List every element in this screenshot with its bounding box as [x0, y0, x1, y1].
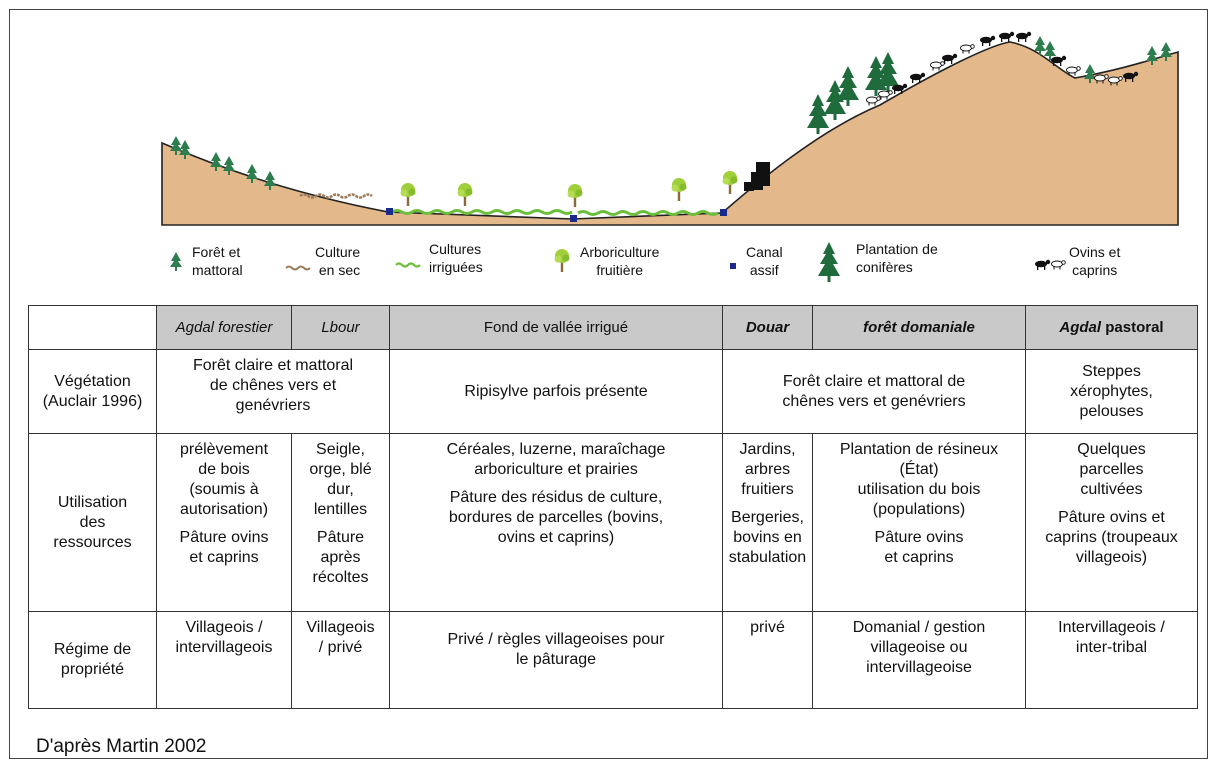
irrigated-crop-strip [391, 209, 719, 216]
terrain-profile [161, 41, 1179, 226]
row-label-vegetation: Végétation (Auclair 1996) [28, 349, 157, 434]
utilisation-douar-gardens: Jardins, arbres fruitiers [739, 441, 796, 498]
conifer-icon [818, 242, 840, 282]
header-lbour: Lbour [291, 305, 390, 350]
fruit-tree-icon [554, 249, 570, 272]
header-pastoral-word: pastoral [1101, 318, 1164, 336]
dry-crop-strip [299, 193, 373, 199]
irrigated-crop-icon [395, 262, 421, 268]
utilisation-lbour-crops: Seigle, orge, blé dur, lentilles [309, 441, 372, 518]
header-fond-vallee: Fond de vallée irrigué [389, 305, 723, 350]
vegetation-valley: Ripisylve parfois présente [389, 349, 723, 434]
row-label-propriete: Régime de propriété [28, 611, 157, 709]
valley-fruit-trees [400, 171, 738, 207]
propriete-pastoral: Intervillageois / inter-tribal [1025, 611, 1198, 709]
header-douar: Douar [722, 305, 813, 350]
utilisation-agdal: prélèvement de bois (soumis à autorisati… [156, 433, 292, 612]
valley-profile [161, 31, 1179, 226]
utilisation-valley: Céréales, luzerne, maraîchage arboricult… [389, 433, 723, 612]
legend-irrigated-label: Cultures irriguées [429, 241, 483, 275]
sheep-goat-icon [1035, 259, 1066, 270]
utilisation-pastoral: Quelques parcelles cultivées Pâture ovin… [1025, 433, 1198, 612]
propriete-lbour: Villageois / privé [291, 611, 390, 709]
utilisation-domaniale-pasture: Pâture ovins et caprins [874, 529, 964, 566]
utilisation-valley-pasture: Pâture des résidus de culture, bordures … [448, 489, 664, 546]
header-agdal-forestier: Agdal forestier [156, 305, 292, 350]
dry-crop-icon [285, 265, 311, 271]
forest-tree-icon [170, 252, 182, 271]
utilisation-pastoral-fields: Quelques parcelles cultivées [1077, 441, 1146, 498]
canal-marker [386, 208, 393, 215]
legend-livestock-label: Ovins et caprins [1069, 244, 1121, 278]
propriete-agdal: Villageois / intervillageois [156, 611, 292, 709]
utilisation-agdal-pasture: Pâture ovins et caprins [179, 529, 269, 566]
row-label-utilisation: Utilisation des ressources [28, 433, 157, 612]
utilisation-valley-crops: Céréales, luzerne, maraîchage arboricult… [446, 441, 666, 478]
source-note: D'après Martin 2002 [36, 736, 207, 757]
utilisation-douar: Jardins, arbres fruitiers Bergeries, bov… [722, 433, 813, 612]
legend-forest-label: Forêt et mattoral [192, 244, 243, 278]
utilisation-domaniale-plantation: Plantation de résineux (État) utilisatio… [839, 441, 999, 518]
utilisation-pastoral-pasture: Pâture ovins et caprins (troupeaux villa… [1045, 509, 1178, 566]
propriete-valley: Privé / règles villageoises pour le pâtu… [389, 611, 723, 709]
legend-canal: Canal assif [728, 243, 783, 279]
canal-marker [720, 209, 727, 216]
legend-conifer: Plantation de conifères [816, 240, 938, 286]
utilisation-douar-stables: Bergeries, bovins en stabulation [728, 509, 807, 566]
vegetation-forest-right: Forêt claire et mattoral de chênes vers … [722, 349, 1026, 434]
vegetation-forest-left: Forêt claire et mattoral de chênes vers … [156, 349, 390, 434]
header-agdal-word: Agdal [1059, 318, 1102, 336]
canal-marker [570, 215, 577, 222]
land-use-table: Agdal forestier Lbour Fond de vallée irr… [28, 305, 1198, 709]
legend-livestock: Ovins et caprins [1033, 243, 1120, 279]
propriete-douar: privé [722, 611, 813, 709]
legend-fruit: Arboriculture fruitière [550, 243, 659, 279]
corner-cell [28, 305, 157, 350]
propriete-domaniale: Domanial / gestion villageoise ou interv… [812, 611, 1026, 709]
vegetation-pastoral: Steppes xérophytes, pelouses [1025, 349, 1198, 434]
utilisation-lbour: Seigle, orge, blé dur, lentilles Pâture … [291, 433, 390, 612]
utilisation-lbour-pasture: Pâture après récoltes [312, 529, 369, 586]
utilisation-agdal-wood: prélèvement de bois (soumis à autorisati… [179, 441, 269, 518]
douar-block [744, 162, 770, 191]
legend-dry-crop-label: Culture en sec [315, 244, 361, 278]
legend-dry-crop: Culture en sec [285, 243, 360, 279]
header-agdal-pastoral: Agdal pastoral [1025, 305, 1198, 350]
canal-icon [730, 263, 736, 269]
legend-irrigated: Cultures irriguées [395, 240, 483, 276]
utilisation-domaniale: Plantation de résineux (État) utilisatio… [812, 433, 1026, 612]
legend-forest: Forêt et mattoral [166, 243, 243, 279]
legend-canal-label: Canal assif [746, 244, 783, 278]
legend-conifer-label: Plantation de conifères [856, 241, 938, 275]
legend-fruit-label: Arboriculture fruitière [580, 244, 660, 278]
header-foret-domaniale: forêt domaniale [812, 305, 1026, 350]
